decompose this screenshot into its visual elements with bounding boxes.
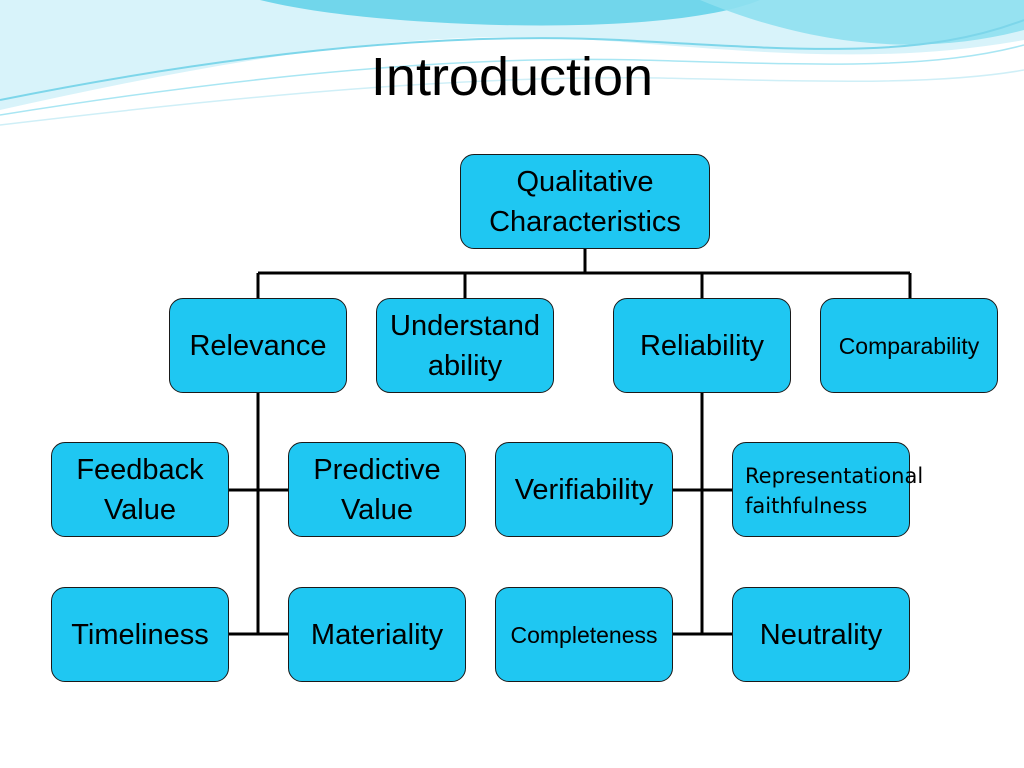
node-comparability: Comparability bbox=[820, 298, 998, 393]
node-understandability: Understand ability bbox=[376, 298, 554, 393]
wave-line-2 bbox=[0, 44, 1024, 116]
wave-band-light bbox=[0, 0, 1024, 110]
node-feedback-value: Feedback Value bbox=[51, 442, 229, 537]
node-verifiability: Verifiability bbox=[495, 442, 673, 537]
node-relevance: Relevance bbox=[169, 298, 347, 393]
node-representational-faithfulness-label: Representational faithfulness bbox=[745, 464, 924, 518]
wave-band-primary bbox=[260, 0, 760, 26]
node-timeliness: Timeliness bbox=[51, 587, 229, 682]
node-predictive-value: Predictive Value bbox=[288, 442, 466, 537]
node-representational-faithfulness: Representational faithfulness bbox=[732, 442, 923, 537]
wave-band-right bbox=[700, 0, 1024, 45]
wave-line-3 bbox=[0, 69, 1024, 126]
header-wave-decoration bbox=[0, 0, 1024, 126]
node-completeness: Completeness bbox=[495, 587, 673, 682]
node-neutrality: Neutrality bbox=[732, 587, 910, 682]
page-title: Introduction bbox=[370, 47, 654, 107]
wave-line-1 bbox=[0, 19, 1024, 101]
node-materiality: Materiality bbox=[288, 587, 466, 682]
node-qualitative-characteristics: Qualitative Characteristics bbox=[460, 154, 710, 249]
node-reliability: Reliability bbox=[613, 298, 791, 393]
